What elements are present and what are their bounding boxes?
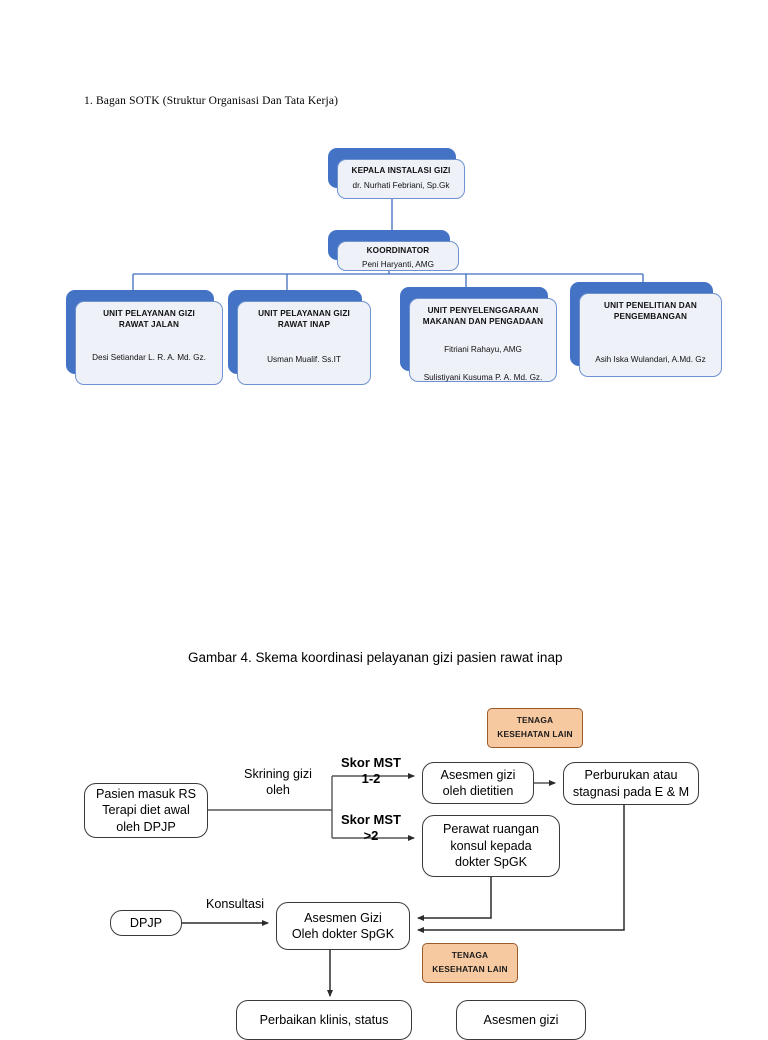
node-card: UNIT PELAYANAN GIZI RAWAT JALAN Desi Set… [75, 301, 223, 385]
label-line-1: Skor MST [341, 755, 401, 770]
flow-box-pasien-masuk-rs: Pasien masuk RS Terapi diet awal oleh DP… [84, 783, 208, 838]
box-line-2: KESEHATAN LAIN [432, 964, 508, 974]
flow-label-konsultasi: Konsultasi [192, 897, 278, 913]
box-line-1: Asesmen gizi [483, 1012, 559, 1027]
org-node-unit-pelayanan-gizi-rawat-inap: UNIT PELAYANAN GIZI RAWAT INAP Usman Mua… [228, 290, 371, 385]
box-line-2: KESEHATAN LAIN [497, 729, 573, 739]
flow-box-perburukan-stagnasi: Perburukan atau stagnasi pada E & M [563, 762, 699, 805]
box-line-1: Perbaikan klinis, status [259, 1012, 389, 1027]
box-line-1: Pasien masuk RS [95, 786, 197, 801]
node-title-line2: RAWAT INAP [277, 319, 331, 329]
node-title: KEPALA INSTALASI GIZI [351, 166, 451, 175]
node-card: KOORDINATOR Peni Haryanti, AMG [337, 241, 459, 271]
box-line-2: Oleh dokter SpGK [291, 927, 395, 941]
flow-box-asesmen-gizi-dokter-spgk: Asesmen Gizi Oleh dokter SpGK [276, 902, 410, 950]
org-node-koordinator: KOORDINATOR Peni Haryanti, AMG [328, 230, 459, 271]
org-node-kepala: KEPALA INSTALASI GIZI dr. Nurhati Febria… [328, 148, 465, 199]
flow-label-skrining-gizi: Skrining gizi oleh [233, 767, 323, 798]
box-line-1: TENAGA [516, 715, 554, 726]
node-title-line2: RAWAT JALAN [118, 319, 180, 329]
node-title-line2: PENGEMBANGAN [613, 311, 688, 321]
node-title-line2: MAKANAN DAN PENGADAAN [422, 316, 544, 326]
org-chart-connectors [132, 192, 644, 292]
flowchart-connectors [182, 773, 625, 997]
box-line-1: Perburukan atau [584, 768, 678, 783]
box-line-2: oleh dietitien [442, 784, 514, 798]
label-line-1: Konsultasi [205, 897, 265, 911]
figure-caption: Gambar 4. Skema koordinasi pelayanan giz… [188, 650, 563, 665]
flow-box-asesmen-gizi-dietitien: Asesmen gizi oleh dietitien [422, 762, 534, 804]
node-name: Desi Setiandar L. R. A. Md. Gz. [92, 352, 206, 362]
node-title: KOORDINATOR [366, 246, 430, 255]
node-card: UNIT PENYELENGGARAAN MAKANAN DAN PENGADA… [409, 298, 557, 382]
box-line-3: dokter SpGK [454, 855, 528, 870]
node-name: Usman Mualif. Ss.IT [267, 354, 341, 364]
label-line-2: 1-2 [361, 771, 381, 787]
box-line-2: Terapi diet awal [102, 803, 190, 818]
node-title-line1: UNIT PENELITIAN DAN [604, 301, 697, 310]
org-chart: KEPALA INSTALASI GIZI dr. Nurhati Febria… [0, 130, 768, 400]
node-name: Peni Haryanti, AMG [362, 259, 434, 269]
flow-box-tenaga-kesehatan-lain-atas: TENAGA KESEHATAN LAIN [487, 708, 583, 748]
label-line-1: Skrining gizi [244, 767, 312, 781]
node-name: dr. Nurhati Febriani, Sp.Gk [352, 180, 450, 190]
flow-box-dpjp: DPJP [110, 910, 182, 936]
box-line-1: DPJP [129, 915, 163, 930]
flow-label-skor-mst-1-2: Skor MST 1-2 [332, 755, 410, 788]
label-line-2: >2 [363, 828, 379, 844]
box-line-2: stagnasi pada E & M [572, 784, 690, 799]
flow-box-perbaikan-klinis: Perbaikan klinis, status [236, 1000, 412, 1040]
node-title-line1: UNIT PENYELENGGARAAN [427, 306, 539, 315]
node-title-line1: UNIT PELAYANAN GIZI [103, 309, 195, 318]
org-node-unit-penelitian-pengembangan: UNIT PENELITIAN DAN PENGEMBANGAN Asih Is… [570, 282, 722, 377]
box-line-2: konsul kepada [450, 838, 532, 853]
page-title: 1. Bagan SOTK (Struktur Organisasi Dan T… [84, 95, 339, 107]
node-card: UNIT PELAYANAN GIZI RAWAT INAP Usman Mua… [237, 301, 371, 385]
node-name: Asih Iska Wulandari, A.Md. Gz [595, 354, 706, 364]
label-line-2: oleh [266, 782, 290, 797]
flow-label-skor-mst-gt-2: Skor MST >2 [332, 812, 410, 845]
box-line-1: Asesmen gizi [440, 767, 516, 782]
node-title-line1: UNIT PELAYANAN GIZI [258, 309, 350, 318]
node-card: KEPALA INSTALASI GIZI dr. Nurhati Febria… [337, 159, 465, 199]
flow-box-perawat-ruangan-konsul: Perawat ruangan konsul kepada dokter SpG… [422, 815, 560, 877]
org-node-unit-pelayanan-gizi-rawat-jalan: UNIT PELAYANAN GIZI RAWAT JALAN Desi Set… [66, 290, 223, 385]
box-line-1: Perawat ruangan [443, 822, 539, 837]
node-card: UNIT PENELITIAN DAN PENGEMBANGAN Asih Is… [579, 293, 722, 377]
box-line-3: oleh DPJP [116, 819, 176, 834]
box-line-1: Asesmen Gizi [304, 910, 382, 925]
node-name-2: Sulistiyani Kusuma P. A. Md. Gz. [423, 372, 543, 382]
box-line-1: TENAGA [451, 950, 489, 961]
org-node-unit-penyelenggaraan-makanan: UNIT PENYELENGGARAAN MAKANAN DAN PENGADA… [400, 287, 557, 382]
flowchart: Pasien masuk RS Terapi diet awal oleh DP… [0, 690, 768, 1040]
flow-box-asesmen-gizi-bawah: Asesmen gizi [456, 1000, 586, 1040]
node-name-1: Fitriani Rahayu, AMG [444, 344, 522, 354]
label-line-1: Skor MST [341, 812, 401, 827]
flow-box-tenaga-kesehatan-lain-bawah: TENAGA KESEHATAN LAIN [422, 943, 518, 983]
